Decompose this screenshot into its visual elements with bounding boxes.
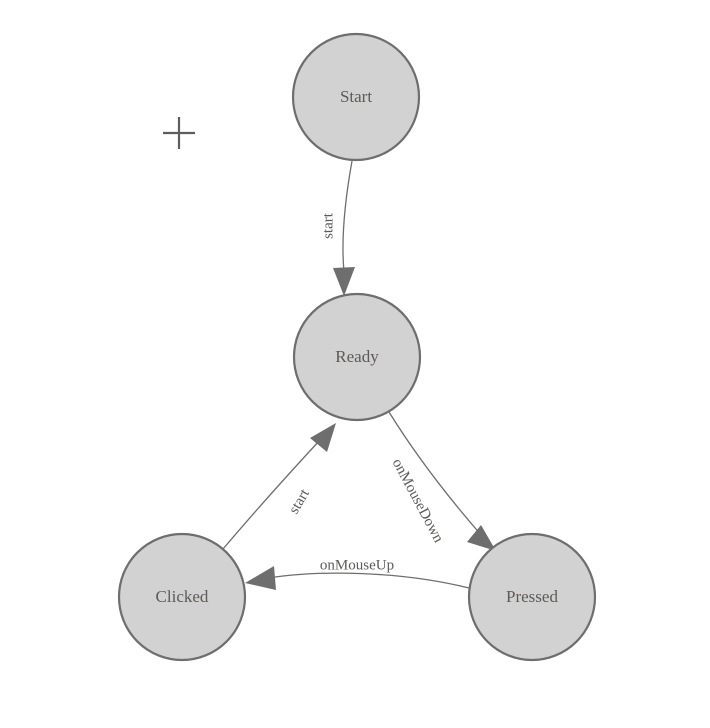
edge-start-to-ready[interactable]: start bbox=[320, 160, 355, 296]
edge-arrowhead bbox=[467, 525, 496, 551]
edge-label-clicked-to-ready: start bbox=[286, 486, 313, 517]
node-shape bbox=[117, 532, 247, 662]
edge-label-start-to-ready: start bbox=[320, 212, 336, 239]
node-start[interactable]: Start bbox=[291, 32, 421, 162]
node-shape bbox=[291, 32, 421, 162]
edge-ready-to-pressed[interactable]: onMouseDown bbox=[388, 411, 496, 551]
edge-path bbox=[267, 572, 470, 589]
node-label-pressed: Pressed bbox=[506, 587, 558, 606]
node-label-start: Start bbox=[340, 87, 372, 106]
edge-pressed-to-clicked[interactable]: onMouseUp bbox=[245, 557, 470, 590]
edge-arrowhead bbox=[310, 423, 336, 452]
edge-arrowhead bbox=[333, 267, 355, 296]
node-clicked[interactable]: Clicked bbox=[117, 532, 247, 662]
edge-path bbox=[222, 439, 321, 550]
edge-path bbox=[388, 411, 483, 537]
node-pressed[interactable]: Pressed bbox=[467, 532, 597, 662]
edge-clicked-to-ready[interactable]: start bbox=[222, 423, 336, 550]
node-ready[interactable]: Ready bbox=[292, 292, 422, 422]
edge-label-pressed-to-clicked: onMouseUp bbox=[320, 557, 394, 573]
edge-label-ready-to-pressed: onMouseDown bbox=[389, 456, 447, 546]
node-label-clicked: Clicked bbox=[156, 587, 209, 606]
node-label-ready: Ready bbox=[335, 347, 379, 366]
edge-path bbox=[342, 160, 353, 273]
edge-arrowhead bbox=[245, 566, 276, 590]
node-shape bbox=[467, 532, 597, 662]
node-shape bbox=[292, 292, 422, 422]
crosshair-icon bbox=[163, 117, 195, 149]
